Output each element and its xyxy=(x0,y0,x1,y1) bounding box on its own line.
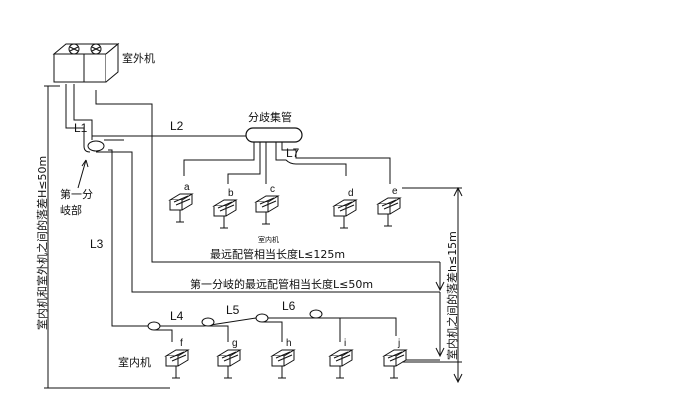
left-height-label: 室内机和室外机之间的落差H≤50m xyxy=(35,156,49,330)
indoor-unit-small-label: 室内机 xyxy=(258,235,279,244)
lower-unit-label-i: i xyxy=(344,338,346,349)
upper-indoor-unit-d xyxy=(332,199,358,229)
first-branch-arrow-down xyxy=(435,292,445,358)
upper-indoor-unit-b xyxy=(212,199,238,229)
lower-unit-label-j: j xyxy=(397,338,400,349)
lower-indoor-unit-j xyxy=(382,349,408,379)
upper-unit-label-d: d xyxy=(348,188,354,199)
upper-unit-label-a: a xyxy=(184,182,190,193)
upper-indoor-unit-c xyxy=(254,195,280,225)
segment-label-l4: L4 xyxy=(170,309,184,323)
upper-unit-label-b: b xyxy=(228,188,234,199)
upper-indoor-unit-a xyxy=(168,193,194,223)
outdoor-unit-label: 室外机 xyxy=(122,51,155,65)
indoor-unit-label: 室内机 xyxy=(118,355,151,369)
farthest-length-label: 最远配管相当长度L≤125m xyxy=(210,247,345,261)
lower-unit-label-h: h xyxy=(286,338,292,349)
header-label: 分歧集管 xyxy=(248,110,292,124)
first-branch-farthest-label: 第一分岐的最远配管相当长度L≤50m xyxy=(190,277,373,291)
lower-unit-label-f: f xyxy=(180,338,183,349)
farthest-length-arrow xyxy=(435,262,445,292)
segment-label-l1: L1 xyxy=(74,121,88,135)
lower-indoor-unit-h xyxy=(270,349,296,379)
lower-indoor-unit-f xyxy=(164,349,190,379)
segment-label-l6: L6 xyxy=(282,299,296,313)
segment-label-l5: L5 xyxy=(226,303,240,317)
first-branch-label-line2: 岐部 xyxy=(60,203,82,217)
upper-unit-label-e: e xyxy=(392,186,398,197)
outdoor-unit xyxy=(52,42,120,83)
upper-indoor-unit-e xyxy=(376,197,402,227)
upper-unit-label-c: c xyxy=(270,184,275,195)
header-outlets xyxy=(183,142,391,184)
main-pipes xyxy=(65,84,440,327)
segment-label-l2: L2 xyxy=(170,119,184,133)
header-pipe xyxy=(245,127,303,143)
segment-label-l3: L3 xyxy=(90,237,104,251)
first-branch-arrow xyxy=(77,159,87,189)
lower-branch-pipes xyxy=(147,309,397,342)
first-branch-label-line1: 第一分 xyxy=(60,187,93,201)
lower-unit-label-g: g xyxy=(232,338,238,349)
lower-indoor-unit-g xyxy=(216,349,242,379)
segment-label-l7: L7 xyxy=(286,146,300,160)
right-height-label: 室内机之间的落差h≤15m xyxy=(445,231,459,360)
lower-indoor-unit-i xyxy=(328,349,354,379)
